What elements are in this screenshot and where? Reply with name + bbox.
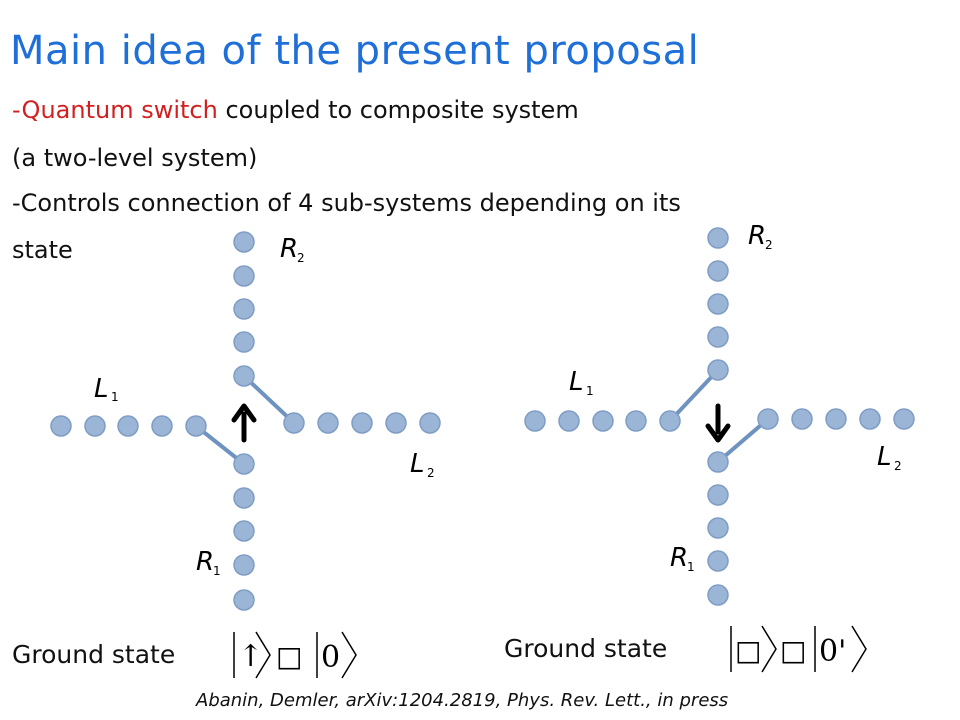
left-site-l2 [419, 412, 441, 434]
right-label-l2: L [877, 442, 892, 472]
left-site-r1 [233, 520, 255, 542]
right-label-l2-sub: 2 [894, 459, 902, 473]
right-site-l1 [524, 410, 546, 432]
left-ground-state-label: Ground state [12, 640, 176, 669]
left-ground-state-ket [233, 631, 357, 679]
left-site-r1 [233, 589, 255, 611]
right-label-l1-sub: 1 [586, 384, 594, 398]
right-site-r2 [707, 293, 729, 315]
right-bonds [668, 368, 770, 464]
left-site-l2 [283, 412, 305, 434]
right-site-l2 [893, 408, 915, 430]
right-site-l2 [825, 408, 847, 430]
bullet-1-rest: coupled to composite system [217, 96, 579, 124]
right-site-r2 [707, 227, 729, 249]
left-site-r2 [233, 331, 255, 353]
right-ket-zero-prime: 0' [819, 634, 846, 669]
right-site-l1 [659, 410, 681, 432]
right-site-r1 [707, 550, 729, 572]
left-site-r1 [233, 453, 255, 475]
right-ground-state-ket [730, 625, 867, 673]
left-label-r1-sub: 1 [213, 564, 221, 578]
right-ground-state-label: Ground state [504, 634, 668, 663]
left-bond-r2-l2 [242, 374, 296, 425]
right-product-symbol: □ [780, 634, 806, 667]
right-site-r1 [707, 451, 729, 473]
bullet-1-line-2: (a two-level system) [12, 144, 258, 172]
right-site-l1 [558, 410, 580, 432]
left-sites [50, 231, 441, 611]
right-site-r1 [707, 517, 729, 539]
slide-title: Main idea of the present proposal [10, 28, 700, 74]
right-site-r2 [707, 260, 729, 282]
left-label-r1: R [196, 547, 214, 577]
right-site-l1 [592, 410, 614, 432]
left-site-r1 [233, 487, 255, 509]
quantum-switch-text: Quantum switch [21, 96, 218, 124]
spin-down-arrow-icon [705, 403, 731, 443]
right-label-r2: R [748, 221, 766, 251]
right-label-r2-sub: 2 [765, 238, 773, 252]
right-site-r1 [707, 484, 729, 506]
right-ket-state-symbol: □ [735, 634, 761, 667]
left-site-r2 [233, 298, 255, 320]
left-site-l1 [84, 415, 106, 437]
left-product-symbol: □ [276, 640, 302, 673]
bullet-1-line-1: -Quantum switch coupled to composite sys… [12, 96, 579, 124]
right-label-r1: R [670, 543, 688, 573]
left-site-l2 [385, 412, 407, 434]
bullet-2-line-1: -Controls connection of 4 sub-systems de… [12, 189, 681, 217]
left-site-l1 [185, 415, 207, 437]
left-site-l1 [50, 415, 72, 437]
right-diagram: R 2 L 1 L 2 R 1 □ □ 0' [524, 221, 915, 673]
right-label-l1: L [569, 367, 584, 397]
right-site-r1 [707, 584, 729, 606]
left-site-l1 [151, 415, 173, 437]
citation: Abanin, Demler, arXiv:1204.2819, Phys. R… [196, 690, 729, 711]
left-label-l2-sub: 2 [427, 466, 435, 480]
right-site-r2 [707, 326, 729, 348]
right-site-l1 [625, 410, 647, 432]
bullet-1-prefix: - [12, 96, 22, 124]
right-label-r1-sub: 1 [687, 560, 695, 574]
left-label-l1: L [94, 374, 109, 404]
bullet-2-line-2: state [12, 236, 73, 264]
bullet-1-highlight: -Quantum switch [12, 96, 218, 124]
right-bond-l1-r2 [668, 368, 720, 423]
left-site-l2 [317, 412, 339, 434]
right-site-l2 [859, 408, 881, 430]
left-ket-spin-up-icon: ↑ [238, 639, 263, 674]
left-ket-zero: 0 [321, 640, 340, 675]
left-site-r1 [233, 554, 255, 576]
left-site-l1 [117, 415, 139, 437]
left-label-l1-sub: 1 [111, 390, 119, 404]
right-sites [524, 227, 915, 606]
right-bond-r1-l2 [716, 417, 770, 464]
left-site-r2 [233, 231, 255, 253]
left-diagram: R 2 L 1 L 2 R 1 ↑ □ 0 [50, 231, 441, 679]
left-site-r2 [233, 265, 255, 287]
right-site-r2 [707, 359, 729, 381]
left-site-l2 [351, 412, 373, 434]
spin-up-arrow-icon [231, 403, 257, 443]
left-label-r2: R [280, 234, 298, 264]
left-site-r2 [233, 365, 255, 387]
right-site-l2 [791, 408, 813, 430]
right-site-l2 [757, 408, 779, 430]
left-label-l2: L [410, 449, 425, 479]
left-label-r2-sub: 2 [297, 251, 305, 265]
